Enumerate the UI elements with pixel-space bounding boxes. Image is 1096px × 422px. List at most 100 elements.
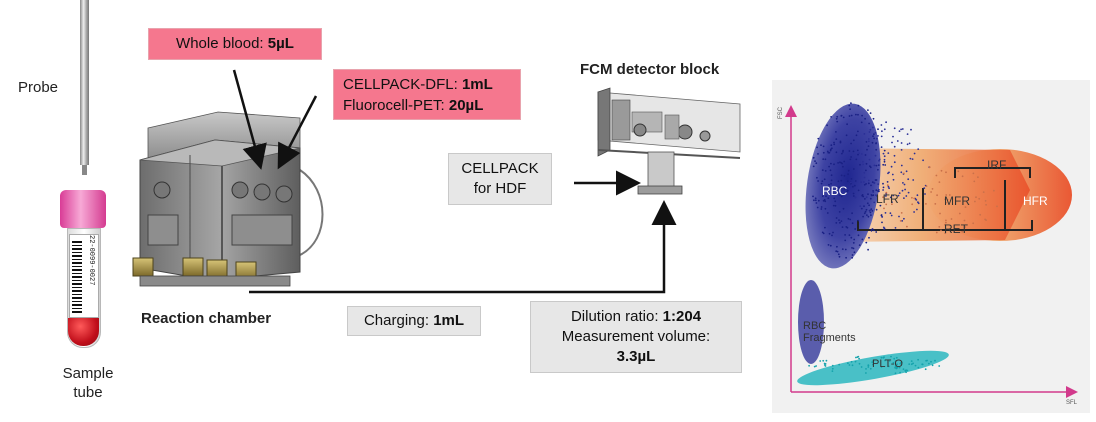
scatter-dot <box>917 358 919 361</box>
scatter-dot <box>833 163 835 166</box>
scatter-dots <box>808 102 998 375</box>
tube-barcode-label: 22-0099-0027 <box>69 234 99 318</box>
scatter-dot <box>857 130 859 133</box>
whole-blood-label: Whole blood: <box>176 35 268 52</box>
scatter-dot <box>938 226 941 228</box>
scatter-dot <box>908 142 911 145</box>
scatter-dot <box>861 238 864 241</box>
scatter-dot <box>900 164 903 167</box>
scatter-dot <box>896 366 899 369</box>
scatter-dot <box>896 363 898 366</box>
scatter-dot <box>875 148 878 151</box>
scatter-dot <box>839 140 842 143</box>
scatter-dot <box>893 154 896 157</box>
scatter-dot <box>883 160 886 163</box>
scatter-dot <box>815 365 817 367</box>
scatter-dot <box>852 185 854 188</box>
scatter-dot <box>853 251 856 254</box>
scatter-dot <box>860 207 863 210</box>
scatter-dot <box>880 135 883 138</box>
scatter-dot <box>857 355 860 358</box>
scatter-dot <box>861 114 863 117</box>
scatter-dot <box>816 146 818 149</box>
scatter-dot <box>817 180 819 182</box>
scatter-dot <box>831 147 833 150</box>
scatter-dot <box>894 372 897 375</box>
fcm-detector-block-label: FCM detector block <box>580 61 720 78</box>
scatter-dot <box>888 187 890 190</box>
scatter-dot <box>858 362 861 365</box>
scatter-dot <box>900 149 903 151</box>
scatter-dot <box>934 203 937 205</box>
scatter-dot <box>893 357 896 360</box>
scatter-dot <box>875 208 878 211</box>
scatter-dot <box>973 180 976 183</box>
scatter-dot <box>859 163 861 166</box>
scatter-dot <box>855 158 858 161</box>
scatter-dot <box>860 366 863 368</box>
scatter-dot <box>897 194 900 197</box>
scatter-dot <box>853 184 856 187</box>
scatter-dot <box>877 128 879 131</box>
scatter-dot <box>880 124 883 126</box>
scatter-dot <box>820 208 823 210</box>
scatter-dot <box>852 195 855 197</box>
scatter-dot <box>978 197 981 200</box>
scatter-dot <box>905 170 908 173</box>
scatter-dot <box>886 184 889 187</box>
scatter-dot <box>882 152 885 155</box>
sample-tube-label-line1: Sample <box>62 365 114 382</box>
scatter-dot <box>865 169 867 172</box>
scatter-dot <box>913 152 916 155</box>
scatter-dot <box>891 203 893 206</box>
region-label-mfr: MFR <box>944 194 970 208</box>
scatter-dot <box>860 181 863 184</box>
scatter-dot <box>842 165 844 168</box>
scatter-dot <box>902 368 905 371</box>
scatter-dot <box>865 372 867 374</box>
scatter-dot <box>881 216 884 218</box>
scatter-dot <box>821 195 824 198</box>
scatter-dot <box>872 191 875 194</box>
scatter-dot <box>900 361 903 364</box>
scatter-dot <box>882 196 884 199</box>
scatter-dot <box>948 194 951 196</box>
scatter-dot <box>863 176 866 179</box>
scatter-dot <box>830 116 832 118</box>
scatter-dot <box>817 199 820 202</box>
scatter-dot <box>931 364 934 367</box>
scatter-dot <box>870 184 872 187</box>
scatter-dot <box>935 174 938 177</box>
scatter-dot <box>869 165 871 168</box>
scatter-dot <box>822 199 825 202</box>
scatter-dot <box>851 247 853 249</box>
scatter-dot <box>835 117 838 120</box>
scatter-dot <box>985 219 987 222</box>
scatter-dot <box>845 256 847 259</box>
scatter-dot <box>868 140 870 143</box>
scatter-dot <box>857 189 860 192</box>
scatter-dot <box>867 364 870 366</box>
scatter-dot <box>837 180 840 183</box>
scatter-dot <box>885 121 887 124</box>
scatter-dot <box>838 187 841 190</box>
scatter-dot <box>871 141 874 144</box>
scatter-dot <box>847 169 850 172</box>
scatter-dot <box>946 198 949 201</box>
scatter-dot <box>878 188 880 191</box>
scatter-dot <box>824 207 827 210</box>
scatter-dot <box>922 159 924 162</box>
scatter-dot <box>832 204 835 207</box>
scatter-dot <box>828 183 830 186</box>
scatter-dot <box>857 104 860 107</box>
scatter-dot <box>836 245 838 248</box>
scatter-dot <box>935 231 938 234</box>
scatter-dot <box>907 191 910 194</box>
scatter-dot <box>867 179 870 182</box>
scatter-dot <box>822 359 825 362</box>
scatter-dot <box>824 158 827 161</box>
scatter-dot <box>851 256 854 259</box>
scatter-dot <box>857 113 859 116</box>
scatter-dot <box>866 214 868 217</box>
scatter-dot <box>883 158 886 161</box>
